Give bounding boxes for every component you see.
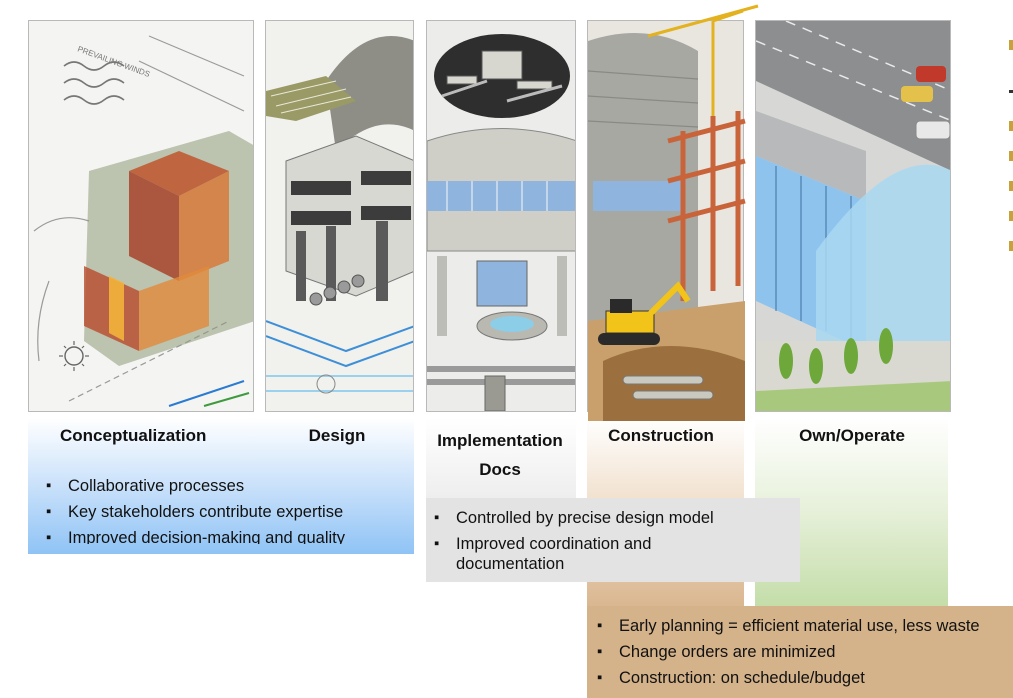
conceptualization-illustration: PREVAILING WINDS [28, 20, 254, 412]
construction-benefits: Early planning = efficient material use,… [587, 606, 1013, 698]
bullet-item: Improved decision-making and quality [40, 528, 410, 544]
implementation-benefits: Controlled by precise design model Impro… [426, 498, 800, 582]
bullet-item: Construction: on schedule/budget [591, 668, 1013, 688]
construction-illustration [587, 4, 759, 421]
stage-label-conceptualization: Conceptualization [60, 426, 207, 445]
stage-label-design: Design [308, 426, 366, 445]
bullet-item: Improved coordination and documentation [428, 534, 686, 574]
own-operate-illustration [755, 20, 951, 412]
bullet-item: Early planning = efficient material use,… [591, 616, 1013, 636]
conceptualization-benefits: Collaborative processes Key stakeholders… [40, 476, 410, 544]
stage-label-own-operate: Own/Operate [799, 426, 905, 445]
stage-label-construction: Construction [608, 426, 714, 445]
wind-arrows-icon [63, 61, 125, 105]
bullet-item: Key stakeholders contribute expertise [40, 502, 410, 522]
cropped-side-marks [1009, 40, 1013, 280]
excavator-icon [598, 281, 691, 345]
bullet-item: Controlled by precise design model [428, 508, 794, 528]
car-icon [901, 66, 950, 140]
gray-gradient-column [426, 418, 576, 498]
design-illustration [265, 20, 414, 412]
bullet-item: Collaborative processes [40, 476, 410, 496]
bullet-item: Change orders are minimized [591, 642, 1013, 662]
sun-icon [59, 341, 89, 371]
implementation-illustration [426, 20, 576, 412]
stage-label-implementation-docs: Implementation Docs [437, 431, 563, 479]
